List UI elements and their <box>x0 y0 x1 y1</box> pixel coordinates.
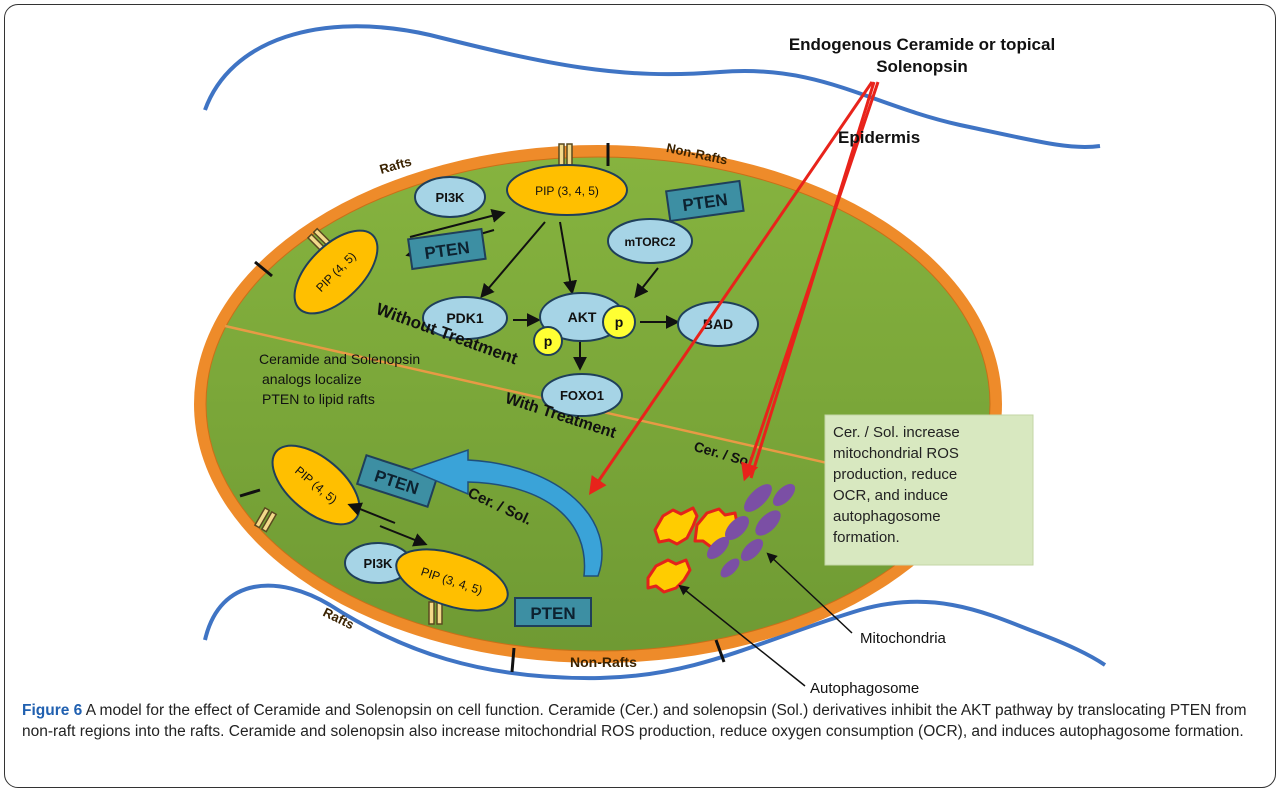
foxo1-text: FOXO1 <box>560 388 604 403</box>
pi3k-to-pip345-arrow <box>409 209 506 238</box>
pten-bottom-box <box>355 454 439 508</box>
mito-note-line5: autophagosome <box>833 508 941 525</box>
cell-diagram: Rafts Non-Rafts Rafts Non-Rafts PI3K PIP… <box>194 24 1107 697</box>
pip345-top-text: PIP (3, 4, 5) <box>535 184 599 198</box>
source-label-line1: Endogenous Ceramide or topical <box>789 35 1055 54</box>
translocation-arrow <box>407 448 603 577</box>
mitochondria-label: Mitochondria <box>860 630 947 647</box>
nonrafts-bottom-label: Non-Rafts <box>570 654 637 670</box>
pip345-to-pdk1-arrow <box>480 221 546 299</box>
pip345-top-node <box>506 164 628 216</box>
epidermis-top-line <box>203 24 1101 150</box>
phospho-p1-node <box>533 326 563 356</box>
mito-note-line1: Cer. / Sol. increase <box>833 424 960 441</box>
foxo1-node <box>541 373 623 417</box>
phospho-p1-text: p <box>544 333 553 349</box>
localize-line3: PTEN to lipid rafts <box>262 391 375 407</box>
pip345-bottom-node <box>395 548 509 612</box>
source-label-line2: Solenopsin <box>876 57 968 76</box>
pip345-to-akt-arrow <box>559 221 578 295</box>
pip45-bottom-node <box>271 444 361 526</box>
pten-membrane-box <box>665 179 745 223</box>
caption-text: A model for the effect of Ceramide and S… <box>22 702 1247 740</box>
localize-line1: Ceramide and Solenopsin <box>259 351 420 367</box>
membrane-tick <box>714 639 726 663</box>
figure-label: Figure 6 <box>22 702 83 719</box>
phospho-p2-node <box>602 305 636 339</box>
receptor-channel <box>253 506 278 533</box>
membrane-tick <box>510 647 516 673</box>
pten-lower-box <box>514 597 592 627</box>
source-arrow-to-mitochondria-2 <box>749 81 876 479</box>
pdk1-node <box>422 296 508 340</box>
mito-note-line2: mitochondrial ROS <box>833 445 959 462</box>
mito-note-box <box>824 414 1034 566</box>
pip45-top-node <box>293 229 379 315</box>
pi3k-bottom-text: PI3K <box>364 556 394 571</box>
pten-top-box <box>407 227 487 271</box>
localize-line2: analogs localize <box>262 371 362 387</box>
pi3k-top-node <box>414 176 486 218</box>
mitochondria-pointer <box>766 552 853 634</box>
pi3k-to-pip345-bottom-arrow <box>379 525 428 547</box>
pten-lower-text: PTEN <box>530 604 575 623</box>
figure-frame <box>4 4 1276 788</box>
epidermis-label: Epidermis <box>838 128 920 147</box>
membrane-tick <box>254 260 273 278</box>
mtorc2-to-akt-arrow <box>634 267 659 299</box>
pi3k-top-text: PI3K <box>436 190 466 205</box>
mito-note-line4: OCR, and induce <box>833 487 948 504</box>
pten-to-pip45-bottom-arrow <box>347 502 396 524</box>
akt-text: AKT <box>568 309 597 325</box>
mitochondria-shapes <box>706 483 796 578</box>
mtorc2-text: mTORC2 <box>624 235 675 249</box>
pdk1-text: PDK1 <box>446 310 484 326</box>
mito-note-line6: formation. <box>833 529 900 546</box>
figure-caption: Figure 6 A model for the effect of Ceram… <box>22 700 1262 742</box>
source-arrow-to-pathway <box>588 81 874 495</box>
autophagosome-pointer <box>678 584 806 687</box>
rafts-top-label: Rafts <box>378 154 413 177</box>
autophagosome-label: Autophagosome <box>810 680 919 697</box>
receptor-channel <box>306 227 333 254</box>
epidermis-bottom-line <box>203 583 1107 681</box>
mtorc2-node <box>607 218 693 264</box>
phospho-p2-text: p <box>615 314 624 330</box>
mito-note-line3: production, reduce <box>833 466 957 483</box>
membrane-tick <box>239 488 261 498</box>
